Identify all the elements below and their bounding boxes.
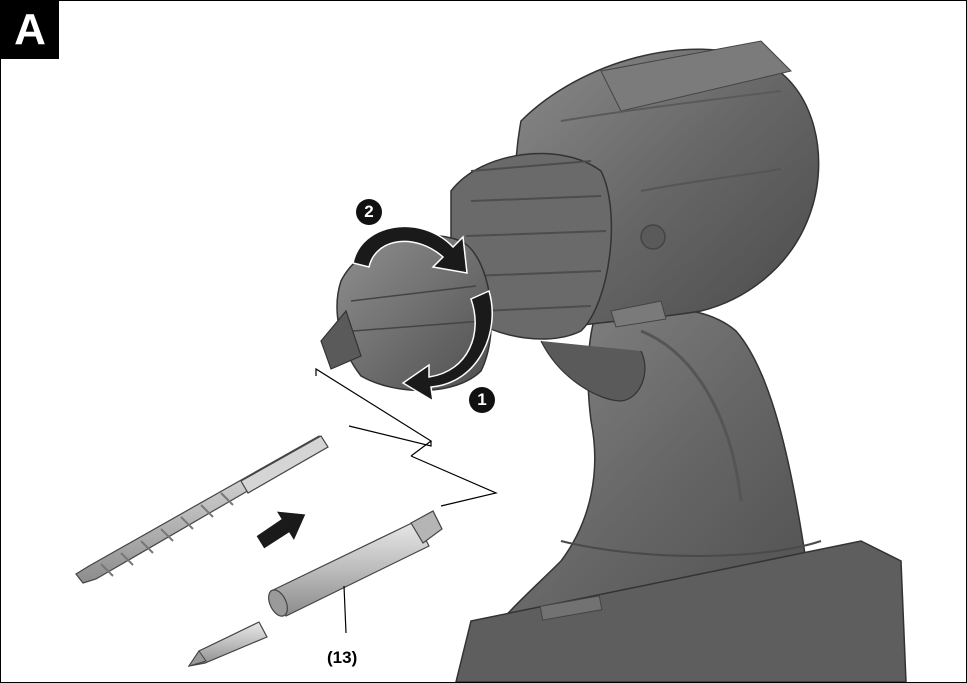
rotation-arrow-icon [352,225,493,403]
keyless-chuck [320,234,493,392]
insert-arrow-icon [255,510,307,550]
battery-pack [455,540,907,682]
step-badge-2: 2 [356,199,382,225]
callout-bracket [315,367,498,507]
brand-emblem [640,224,666,250]
step-badge-1: 1 [469,387,495,413]
torque-collar [450,152,613,340]
callout-label-13: (13) [327,648,358,667]
callout-leader-13 [343,585,347,634]
screwdriver-bit [187,621,268,667]
drill-bit-shank [240,435,329,494]
chuck-tip [320,309,362,370]
battery-contacts [539,595,603,621]
drill-bit [75,435,329,584]
bit-holder [268,510,443,634]
panel-label: A [1,1,59,59]
